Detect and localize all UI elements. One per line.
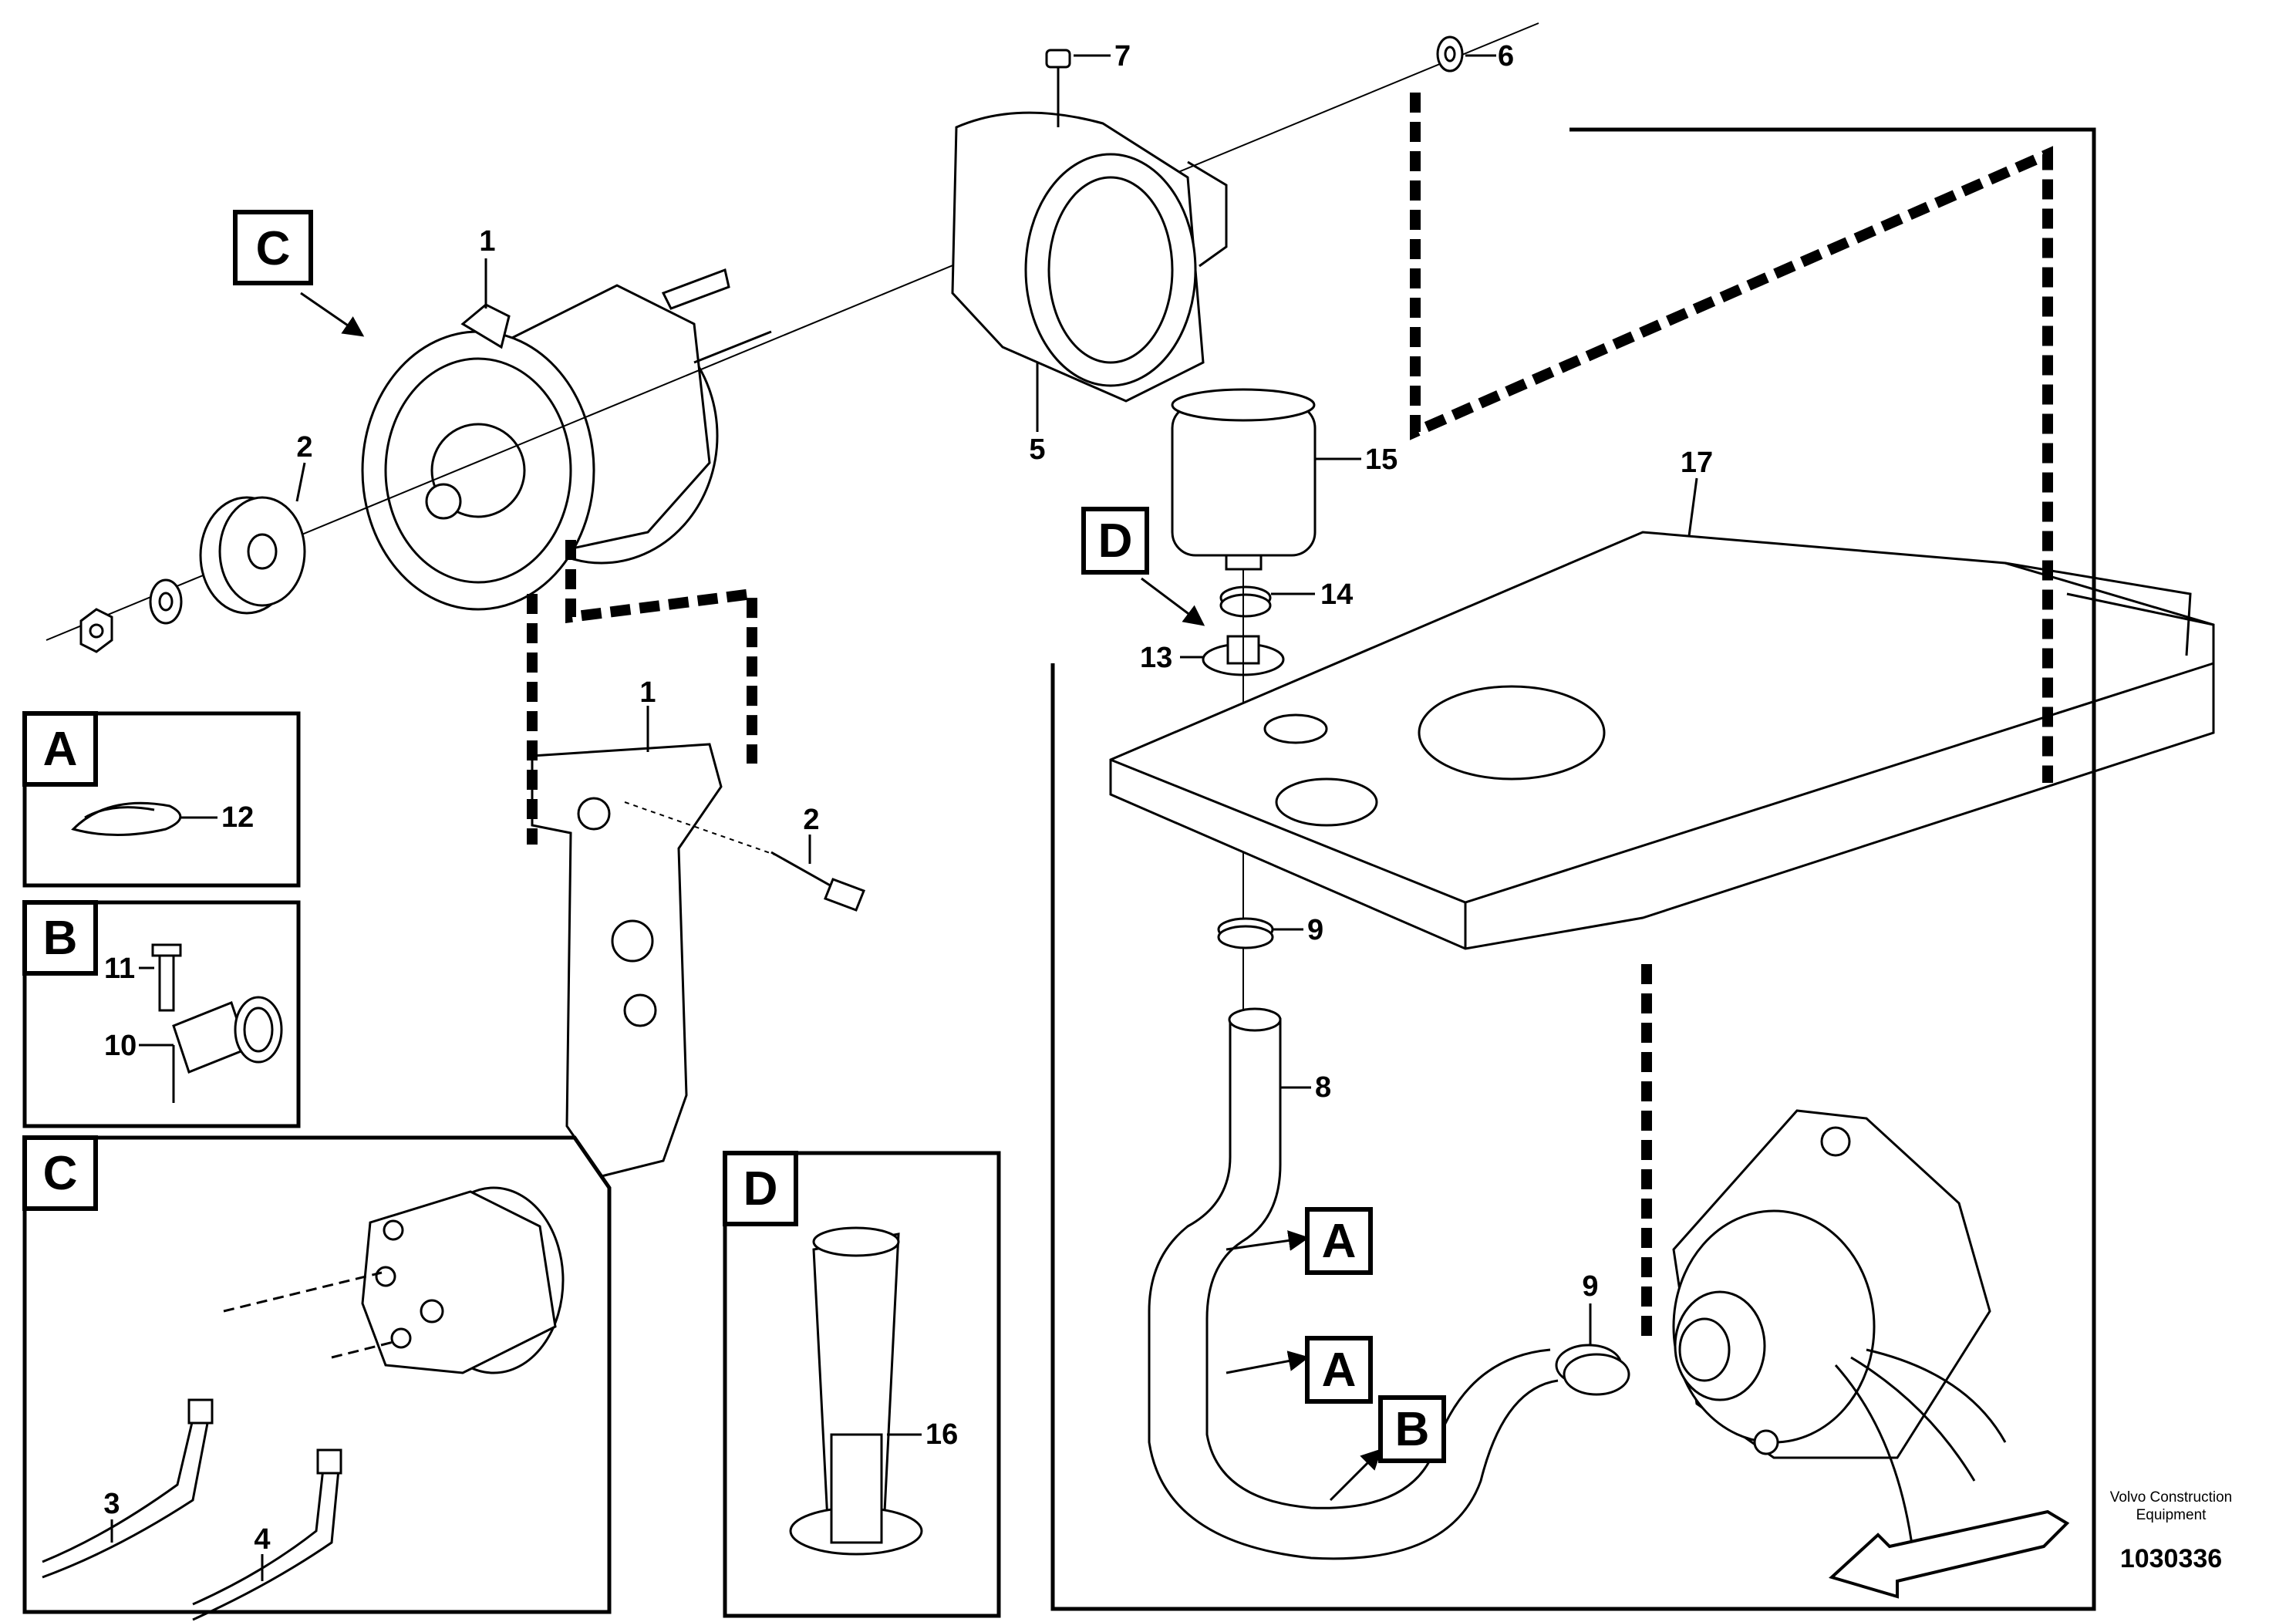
svg-text:B: B <box>43 912 78 965</box>
view-letter-box-d-main: D <box>1081 507 1149 575</box>
callout-9-lower: 9 <box>1582 1270 1598 1303</box>
callout-2-lower: 2 <box>803 804 819 836</box>
view-letter-box-b-hose: B <box>1378 1395 1446 1463</box>
brand-line-1: Volvo Construction <box>2109 1489 2233 1506</box>
svg-text:D: D <box>743 1162 778 1216</box>
svg-text:C: C <box>256 222 291 275</box>
svg-text:B: B <box>1395 1403 1430 1456</box>
view-letter-box-c-inset: C <box>22 1135 98 1211</box>
callout-17: 17 <box>1681 447 1713 479</box>
callout-16: 16 <box>925 1418 958 1451</box>
view-letter-box-d-inset: D <box>723 1151 798 1226</box>
dashed-relation-lines <box>527 93 2053 1342</box>
washer <box>149 578 183 625</box>
clamp-9-lower <box>1555 1344 1630 1396</box>
clamp-9-upper <box>1217 917 1274 949</box>
wire-bundle <box>1834 1348 2007 1551</box>
plate-17 <box>1109 531 2215 950</box>
document-number: 1030336 <box>2119 1544 2223 1573</box>
view-letter-box-c-main: C <box>233 210 313 285</box>
brand-label: Volvo Construction Equipment <box>2082 1489 2260 1524</box>
direction-arrow-right <box>1829 1509 2070 1599</box>
hose-8 <box>1148 1007 1559 1560</box>
grommet-6 <box>1436 35 1464 73</box>
hex-nut <box>79 608 113 653</box>
view-letter-box-b-inset: B <box>22 900 98 976</box>
alternator-detail-lower-right <box>1672 1109 1991 1459</box>
callout-3: 3 <box>103 1488 120 1520</box>
callout-13: 13 <box>1140 642 1172 674</box>
callout-7: 7 <box>1114 40 1131 73</box>
view-letter-box-a-inset: A <box>22 711 98 787</box>
view-letter-box-a-hose-2: A <box>1305 1336 1373 1404</box>
clamp-14 <box>1219 585 1272 618</box>
alternator-assembly <box>361 268 772 611</box>
svg-text:A: A <box>43 723 78 776</box>
inset-box-c <box>22 1135 612 1621</box>
callout-1-upper: 1 <box>479 225 495 258</box>
svg-text:C: C <box>43 1147 78 1200</box>
plug-7 <box>1045 49 1071 127</box>
callout-6: 6 <box>1498 40 1514 73</box>
region-frame <box>1050 127 2096 1611</box>
callout-4: 4 <box>254 1523 270 1556</box>
brand-line-2: Equipment <box>2136 1507 2207 1523</box>
callout-9-upper: 9 <box>1307 914 1323 946</box>
filter-15 <box>1171 388 1317 571</box>
view-letter-box-a-hose-1: A <box>1305 1207 1373 1275</box>
callout-5: 5 <box>1029 433 1045 466</box>
pulley <box>199 496 306 615</box>
view-leaders <box>300 292 1382 1502</box>
svg-text:A: A <box>1322 1215 1357 1268</box>
callout-10: 10 <box>104 1030 137 1062</box>
svg-text:D: D <box>1098 514 1133 568</box>
callout-leaders <box>295 54 1698 1346</box>
bolt-2 <box>770 851 865 912</box>
callout-8: 8 <box>1315 1071 1331 1104</box>
inset-box-d <box>723 1151 1001 1618</box>
callout-15: 15 <box>1365 443 1397 476</box>
alternator-bracket <box>531 743 723 1178</box>
svg-text:A: A <box>1322 1344 1357 1397</box>
callout-2-upper: 2 <box>296 431 312 464</box>
callout-11: 11 <box>104 953 135 985</box>
callout-12: 12 <box>221 801 254 834</box>
callout-14: 14 <box>1320 578 1353 611</box>
inset-box-a <box>22 711 301 888</box>
fan-shroud <box>951 111 1228 403</box>
callout-1-lower: 1 <box>639 676 656 709</box>
